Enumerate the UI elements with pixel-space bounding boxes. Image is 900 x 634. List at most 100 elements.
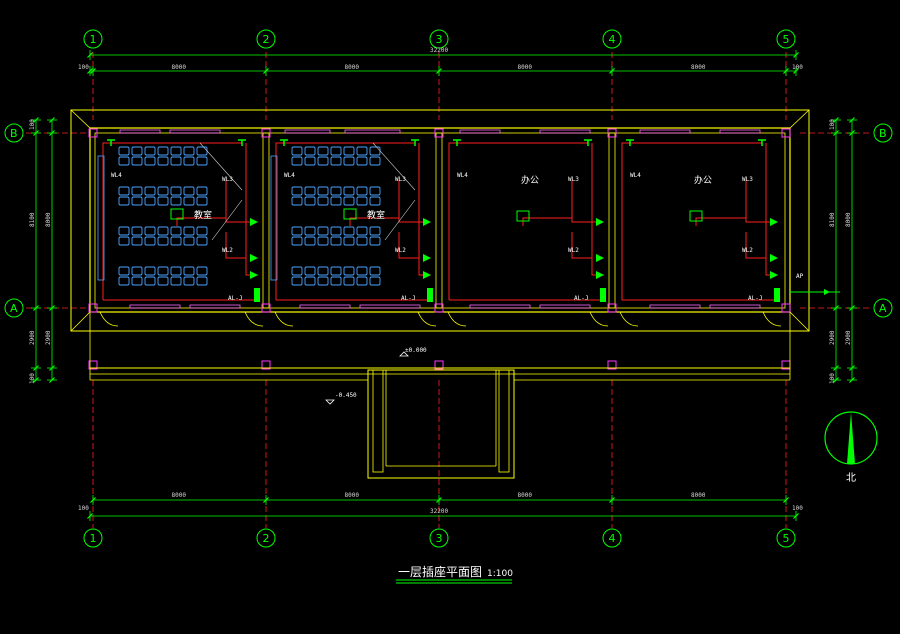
dimension-text: 8000	[345, 492, 360, 499]
door-swing	[99, 311, 119, 327]
seat	[157, 236, 169, 246]
seat	[317, 196, 329, 206]
column	[261, 128, 271, 138]
dimension-tick	[793, 68, 799, 74]
room-name: 办公	[521, 174, 539, 186]
wiring-run	[448, 142, 588, 300]
axis-bubble	[602, 528, 622, 548]
socket-symbol	[584, 139, 592, 146]
socket-symbol	[107, 139, 115, 146]
dimension-tick	[49, 305, 55, 311]
dimension-tick	[87, 52, 93, 58]
seat	[304, 276, 316, 286]
floor-socket-box	[343, 208, 357, 220]
dimension-text: 8000	[845, 212, 852, 227]
column	[434, 128, 444, 138]
seat	[343, 266, 355, 276]
dimension-tick	[436, 68, 442, 74]
distribution-panel	[427, 288, 433, 302]
seat	[196, 196, 208, 206]
seat	[131, 156, 143, 166]
seat	[144, 266, 156, 276]
socket-symbol	[423, 218, 431, 226]
seat	[144, 226, 156, 236]
column	[261, 303, 271, 313]
socket-symbol	[626, 139, 634, 146]
seat	[317, 146, 329, 156]
panel-label: AL-J	[748, 295, 762, 302]
dimension-tick	[263, 68, 269, 74]
seat	[369, 196, 381, 206]
distribution-panel	[600, 288, 606, 302]
circuit-label: WL3	[222, 176, 233, 183]
dimension-tick	[849, 377, 855, 383]
seat	[330, 146, 342, 156]
wiring-run	[571, 232, 592, 259]
dimension-tick	[49, 377, 55, 383]
dimension-tick	[833, 130, 839, 136]
seat	[157, 226, 169, 236]
seat	[330, 186, 342, 196]
dimension-text: 100	[792, 505, 803, 512]
window	[649, 304, 701, 309]
dimension-text: 8000	[345, 64, 360, 71]
window	[709, 304, 761, 309]
level-mark: -0.450	[335, 392, 357, 399]
circuit-label: WL4	[457, 172, 468, 179]
dimension-text: 2900	[45, 330, 52, 345]
seat	[291, 196, 303, 206]
window	[189, 304, 241, 309]
north-label: 北	[846, 472, 856, 484]
roof-ridge	[70, 311, 91, 332]
seat	[317, 186, 329, 196]
window	[639, 129, 691, 134]
dimension-tick	[90, 68, 96, 74]
building-walls	[70, 109, 810, 479]
seat	[183, 146, 195, 156]
seat	[157, 196, 169, 206]
axis-label: 5	[783, 33, 790, 46]
column	[88, 303, 98, 313]
seat	[304, 146, 316, 156]
seat	[118, 146, 130, 156]
seat	[369, 266, 381, 276]
door-swing	[274, 311, 294, 327]
seat	[196, 276, 208, 286]
dimension-text: 2900	[845, 330, 852, 345]
axis-label: A	[879, 302, 887, 315]
socket-symbol	[250, 254, 258, 262]
level-symbol	[399, 351, 409, 357]
circuit-label: WL2	[395, 247, 406, 254]
dimension-text: 100	[29, 373, 36, 384]
column	[88, 128, 98, 138]
dimension-tick	[609, 497, 615, 503]
column	[434, 303, 444, 313]
seat	[317, 266, 329, 276]
seat	[196, 236, 208, 246]
axis-bubble	[4, 298, 24, 318]
seat	[330, 156, 342, 166]
wiring-run	[349, 217, 399, 226]
wiring-run	[522, 217, 572, 226]
dimension-text: 100	[792, 64, 803, 71]
door-swing	[244, 311, 264, 327]
dimension-text: 8000	[172, 64, 187, 71]
dimension-text: 100	[829, 119, 836, 130]
dimension-tick	[783, 497, 789, 503]
dimension-tick	[49, 365, 55, 371]
dimension-text: 8000	[691, 64, 706, 71]
roof-outline	[70, 109, 810, 332]
column	[434, 360, 444, 370]
dimension-tick	[793, 513, 799, 519]
window	[344, 129, 401, 134]
seat	[118, 226, 130, 236]
dimension-text: 8000	[45, 212, 52, 227]
axis-bubble	[4, 123, 24, 143]
wiring-run	[102, 142, 242, 300]
entrance	[367, 369, 515, 479]
partition-wall	[608, 132, 616, 309]
seat	[343, 236, 355, 246]
seat	[304, 236, 316, 246]
seat	[356, 156, 368, 166]
